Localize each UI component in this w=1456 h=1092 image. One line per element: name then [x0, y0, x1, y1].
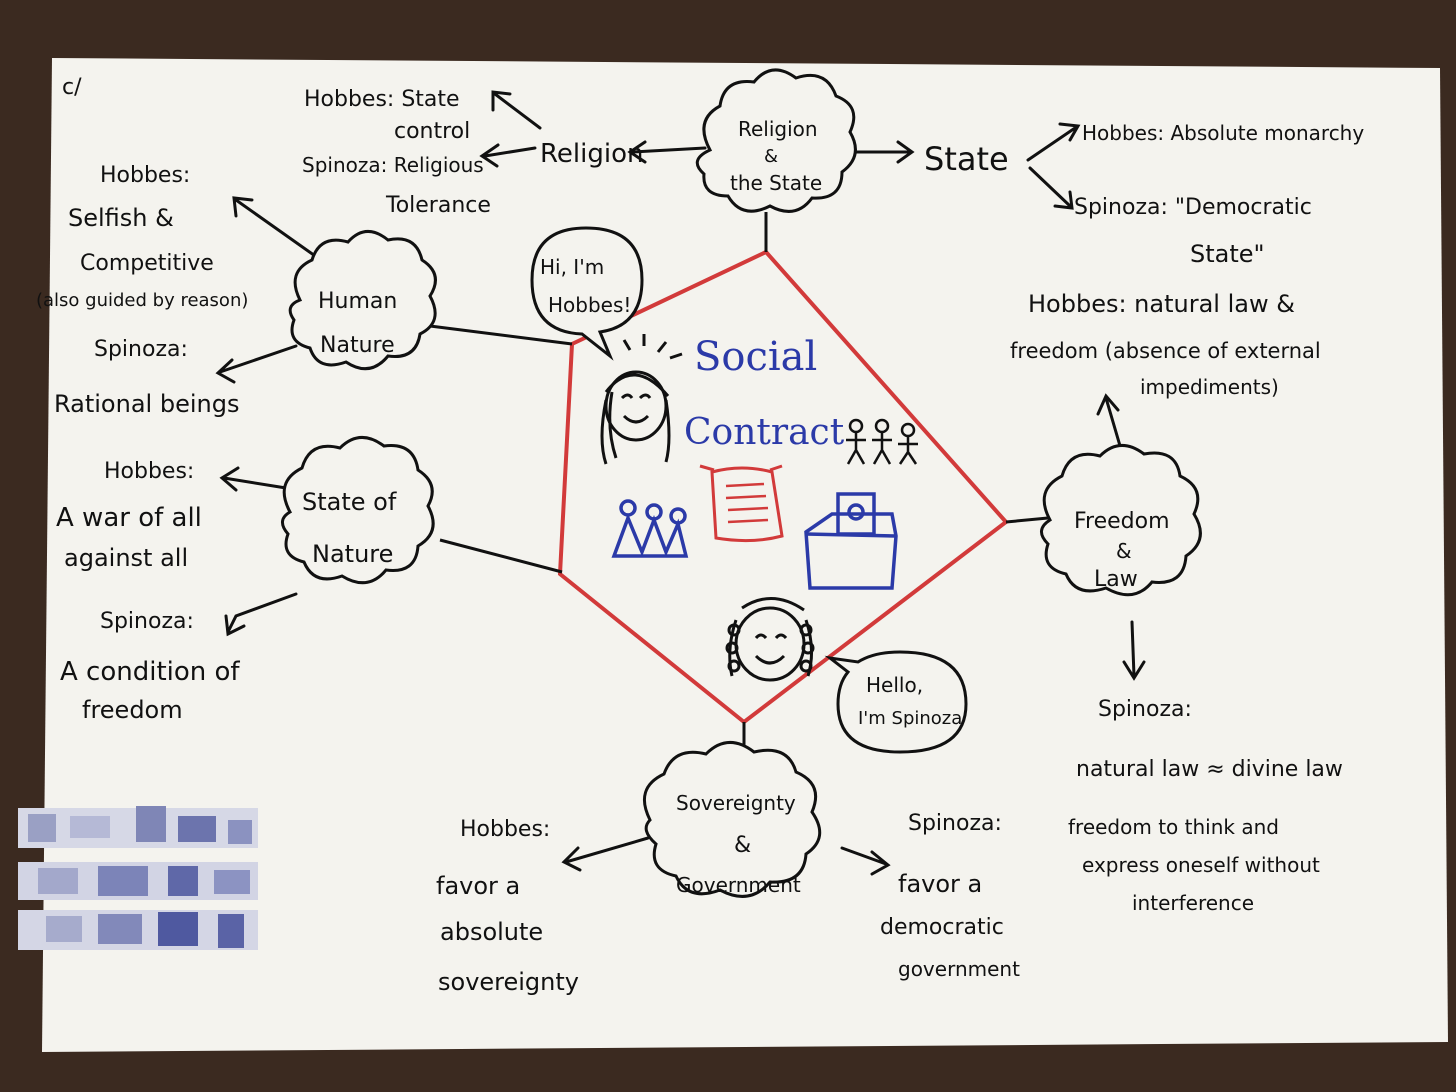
religion-node-line1: Religion: [738, 117, 818, 141]
connector-freedom-law: [1005, 516, 1049, 524]
speech-bubble-spinoza: [824, 650, 968, 754]
arrow-to-religion: [627, 140, 707, 164]
cloud-nodes: [281, 68, 1202, 898]
human-hobbes-line1: Hobbes:: [100, 163, 190, 188]
state-spinoza-line1: Spinoza: "Democratic: [1074, 195, 1312, 220]
nature-hobbes-line2: A war of all: [56, 503, 202, 533]
ballot-box-icon: [804, 492, 898, 590]
speech-spinoza-line2: I'm Spinoza: [858, 708, 962, 729]
social-contract-diamond: [557, 249, 1009, 725]
contract-scroll-icon: [699, 464, 784, 543]
speech-bubble-hobbes: [530, 226, 644, 361]
corner-mark: c/: [62, 75, 82, 100]
arrow-religion-spinoza: [479, 143, 537, 168]
sov-spinoza-line2: favor a: [898, 870, 982, 898]
arrow-nature-hobbes: [219, 466, 288, 492]
sovereignty-node-line1: Sovereignty: [676, 791, 796, 815]
religion-label: Religion: [540, 139, 643, 169]
state-hobbes: Hobbes: Absolute monarchy: [1082, 121, 1364, 145]
arrow-to-state: [850, 140, 915, 164]
cloud-sovereignty: [642, 741, 822, 898]
religion-hobbes-line1: Hobbes: State: [304, 87, 460, 112]
religion-spinoza-line1: Spinoza: Religious: [302, 153, 484, 177]
arrow-state-spinoza: [1028, 166, 1074, 210]
arrow-sovereignty-hobbes: [561, 836, 650, 872]
speech-spinoza-line1: Hello,: [866, 673, 923, 697]
human-spinoza-line1: Spinoza:: [94, 337, 188, 362]
spinoza-face-drawing: [725, 597, 815, 682]
religion-hobbes-line2: control: [394, 119, 470, 144]
human-hobbes-line2: Selfish &: [68, 204, 174, 232]
nature-spinoza-line2: A condition of: [60, 657, 240, 687]
nature-node-line1: State of: [302, 488, 397, 516]
human-node-line1: Human: [318, 289, 397, 314]
arrow-freedom-spinoza: [1122, 620, 1146, 681]
speech-hobbes-line2: Hobbes!: [548, 293, 631, 317]
crowd-icon: [611, 499, 689, 558]
cloud-state-of-nature: [281, 436, 435, 585]
cloud-freedom-law: [1040, 444, 1202, 597]
sovereignty-node-line2: &: [734, 833, 751, 858]
nature-node-line2: Nature: [312, 540, 393, 568]
people-icon: [846, 418, 918, 465]
freedom-spinoza-line3: freedom to think and: [1068, 815, 1279, 839]
hobbes-face-drawing: [600, 334, 683, 465]
arrow-human-hobbes: [232, 196, 320, 260]
freedom-node-line1: Freedom: [1074, 509, 1170, 534]
sovereignty-node-line3: Government: [676, 873, 801, 897]
sov-spinoza-line1: Spinoza:: [908, 811, 1002, 836]
pixelated-name-block: [18, 796, 258, 956]
arrows: [215, 90, 1146, 876]
nature-spinoza-line3: freedom: [82, 696, 183, 724]
connector-state-of-nature: [439, 538, 563, 574]
state-label: State: [924, 140, 1009, 178]
nature-spinoza-line1: Spinoza:: [100, 609, 194, 634]
freedom-node-line2: &: [1116, 539, 1132, 563]
arrow-human-spinoza: [215, 344, 298, 384]
nature-hobbes-line3: against all: [64, 544, 188, 572]
center-title-line1: Social: [694, 334, 817, 380]
cloud-religion-state: [695, 68, 857, 213]
religion-node-line3: the State: [730, 171, 822, 195]
arrow-state-hobbes: [1026, 122, 1081, 162]
human-hobbes-line3: Competitive: [80, 251, 214, 276]
religion-spinoza-line2: Tolerance: [385, 193, 491, 218]
state-spinoza-line2: State": [1190, 240, 1265, 268]
freedom-spinoza-line4: express oneself without: [1082, 853, 1320, 877]
sov-hobbes-line4: sovereignty: [438, 968, 579, 996]
sov-spinoza-line3: democratic: [880, 915, 1004, 940]
human-node-line2: Nature: [320, 333, 395, 358]
freedom-node-line3: Law: [1094, 567, 1138, 592]
freedom-spinoza-line1: Spinoza:: [1098, 697, 1192, 722]
speech-hobbes-line1: Hi, I'm: [540, 255, 604, 279]
sov-spinoza-line4: government: [898, 957, 1020, 981]
center-title-line2: Contract: [684, 412, 845, 453]
freedom-hobbes-line1: Hobbes: natural law &: [1028, 290, 1295, 318]
connector-human-nature: [429, 324, 573, 346]
sov-hobbes-line3: absolute: [440, 918, 543, 946]
cloud-human-nature: [288, 230, 437, 371]
religion-node-line2: &: [764, 146, 778, 167]
nature-hobbes-line1: Hobbes:: [104, 459, 194, 484]
human-hobbes-line4: (also guided by reason): [36, 290, 248, 311]
speech-bubbles: [530, 226, 968, 754]
sov-hobbes-line2: favor a: [436, 872, 520, 900]
arrow-nature-spinoza: [224, 592, 298, 637]
freedom-hobbes-line3: impediments): [1140, 375, 1279, 399]
freedom-hobbes-line2: freedom (absence of external: [1010, 339, 1321, 363]
arrow-religion-hobbes: [491, 90, 542, 130]
arrow-sovereignty-spinoza: [840, 846, 891, 876]
freedom-spinoza-line2: natural law ≈ divine law: [1076, 757, 1343, 782]
human-spinoza-line2: Rational beings: [54, 390, 239, 418]
sov-hobbes-line1: Hobbes:: [460, 817, 550, 842]
freedom-spinoza-line5: interference: [1132, 891, 1254, 915]
